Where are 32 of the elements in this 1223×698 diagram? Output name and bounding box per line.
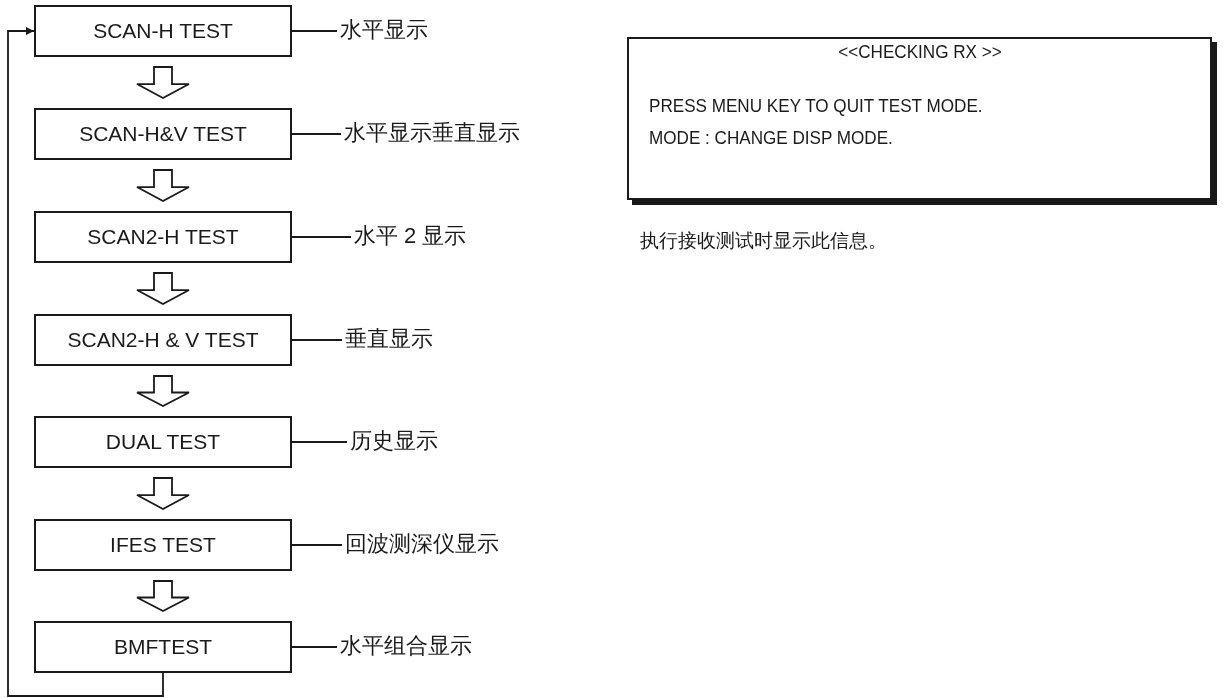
process-box: BMFTEST	[34, 621, 292, 673]
description-text: 水平 2 显示	[354, 223, 467, 249]
loop-arrow	[7, 27, 164, 697]
description-text: 水平组合显示	[340, 633, 472, 659]
process-box: DUAL TEST	[34, 416, 292, 468]
block-arrow	[136, 477, 190, 511]
leader-line	[291, 236, 352, 238]
block-arrow	[136, 580, 190, 612]
leader-line	[291, 30, 338, 32]
leader-line	[291, 544, 343, 546]
process-box: SCAN2-H & V TEST	[34, 314, 292, 366]
leader-line	[291, 133, 342, 135]
description-text: 水平显示垂直显示	[344, 120, 520, 146]
description-text: 水平显示	[340, 17, 428, 43]
process-box: IFES TEST	[34, 519, 292, 571]
description-text: 回波测深仪显示	[345, 531, 499, 557]
screen-message: PRESS MENU KEY TO QUIT TEST MODE.	[649, 95, 983, 117]
block-arrow	[136, 272, 190, 306]
leader-line	[291, 339, 343, 341]
description-text: 垂直显示	[345, 326, 433, 352]
block-arrow	[136, 375, 190, 407]
screen-title: <<CHECKING RX >>	[837, 41, 1002, 63]
node-label: 执行接收测试时显示此信息。	[640, 229, 887, 253]
process-box: SCAN-H&V TEST	[34, 108, 292, 160]
leader-line	[291, 441, 348, 443]
block-arrow	[136, 169, 190, 203]
process-box: SCAN-H TEST	[34, 5, 292, 57]
description-text: 历史显示	[350, 428, 438, 454]
leader-line	[291, 646, 338, 648]
block-arrow	[136, 66, 190, 100]
screen-message: MODE : CHANGE DISP MODE.	[649, 127, 893, 149]
process-box: SCAN2-H TEST	[34, 211, 292, 263]
